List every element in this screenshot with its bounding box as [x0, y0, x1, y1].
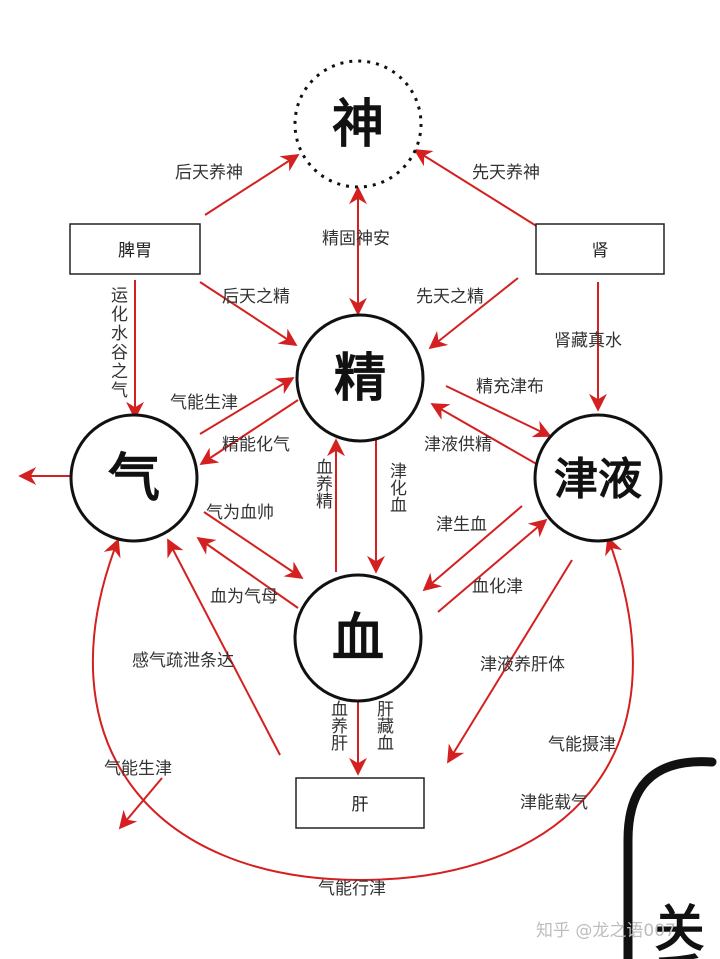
- arrow-jinye-to-jing: [430, 403, 541, 467]
- node-shen-label: 神: [332, 94, 384, 155]
- arrow-kidney-to-shen: [413, 149, 539, 228]
- label-xuewei-qimu: 血为气母: [210, 587, 278, 607]
- corner-bracket: [623, 757, 717, 959]
- node-qi-label: 气: [108, 448, 160, 509]
- label-qiwei-xueshuai: 气为血帅: [206, 503, 274, 523]
- corner-title: 关系: [623, 757, 717, 959]
- arrow-jing-to-qi: [199, 399, 299, 465]
- label-ganzang-xue: 肝藏血: [373, 700, 394, 751]
- label-qineng-shengjin-lower: 气能生津: [104, 759, 172, 779]
- node-shen: 神: [293, 59, 423, 189]
- label-xiantian-yangshen: 先天养神: [472, 163, 540, 183]
- watermark: 知乎 @龙之语007: [536, 921, 676, 941]
- node-jing: 精: [295, 313, 425, 443]
- label-jingneng-huaqi: 精能化气: [222, 435, 290, 455]
- box-kidney-label: 肾: [592, 241, 609, 261]
- label-xue-yangjing: 血养精: [312, 458, 333, 509]
- node-jinye-label: 津液: [554, 454, 642, 505]
- arrow-arc-bottom: [92, 536, 634, 882]
- arrow-kidney-to-jing: [428, 277, 519, 350]
- arrow-piwei-to-jing: [199, 281, 298, 346]
- box-kidney: 肾: [535, 223, 665, 275]
- box-piwei: 脾胃: [69, 223, 201, 275]
- arrow-jing-to-jinye: [445, 385, 552, 438]
- arrow-gan-to-qi: [167, 538, 281, 756]
- box-gan: 肝: [295, 777, 425, 829]
- node-xue-label: 血: [332, 608, 384, 669]
- label-jinggu-shenan: 精固神安: [322, 229, 390, 249]
- label-qineng-shejin: 气能摄津: [548, 735, 616, 755]
- label-houtian-yangshen: 后天养神: [175, 163, 243, 183]
- label-yunhua-shuigu: 运化水谷之气: [107, 286, 128, 400]
- label-xue-yanggan: 血养肝: [327, 700, 348, 751]
- label-qineng-shengjin-upper: 气能生津: [170, 393, 238, 413]
- box-gan-label: 肝: [352, 795, 369, 815]
- node-jing-label: 精: [334, 348, 386, 409]
- corner-title-text: 关系: [647, 902, 706, 959]
- label-jingchong-jinbu: 精充津布: [476, 377, 544, 397]
- arrow-qi-to-jing: [199, 377, 295, 435]
- label-houtian-zhijing: 后天之精: [222, 287, 290, 307]
- label-xiantian-zhijing: 先天之精: [416, 287, 484, 307]
- node-qi: 气: [69, 413, 199, 543]
- node-jinye: 津液: [533, 413, 663, 543]
- arrow-lower-left-out: [118, 777, 163, 830]
- label-jinneng-zaiqi: 津能载气: [520, 793, 588, 813]
- arrows: [18, 149, 634, 882]
- label-xue-huajin: 血化津: [472, 577, 523, 597]
- labels-vertical: 运化水谷之气 血养精 津化血 血养肝 肝藏血: [107, 286, 407, 751]
- arrow-xue-to-jinye: [437, 518, 548, 613]
- label-jin-huaxue: 津化血: [386, 462, 407, 513]
- label-shenzang-zhenshui: 肾藏真水: [554, 331, 622, 351]
- label-jin-shengxue: 津生血: [436, 515, 487, 535]
- label-jinye-gongjing: 津液供精: [424, 435, 492, 455]
- label-jinye-yanggan: 津液养肝体: [480, 655, 565, 675]
- arrow-piwei-to-shen: [204, 154, 300, 216]
- node-xue: 血: [293, 573, 423, 703]
- arrow-jinye-to-gan: [447, 559, 573, 764]
- labels-horizontal: 后天养神 先天养神 精固神安 后天之精 先天之精 肾藏真水 气能生津 精能化气 …: [104, 163, 622, 899]
- box-piwei-label: 脾胃: [118, 241, 152, 261]
- label-qineng-xingjin: 气能行津: [318, 879, 386, 899]
- label-ganqi-shuxie: 感气疏泄条达: [132, 651, 234, 671]
